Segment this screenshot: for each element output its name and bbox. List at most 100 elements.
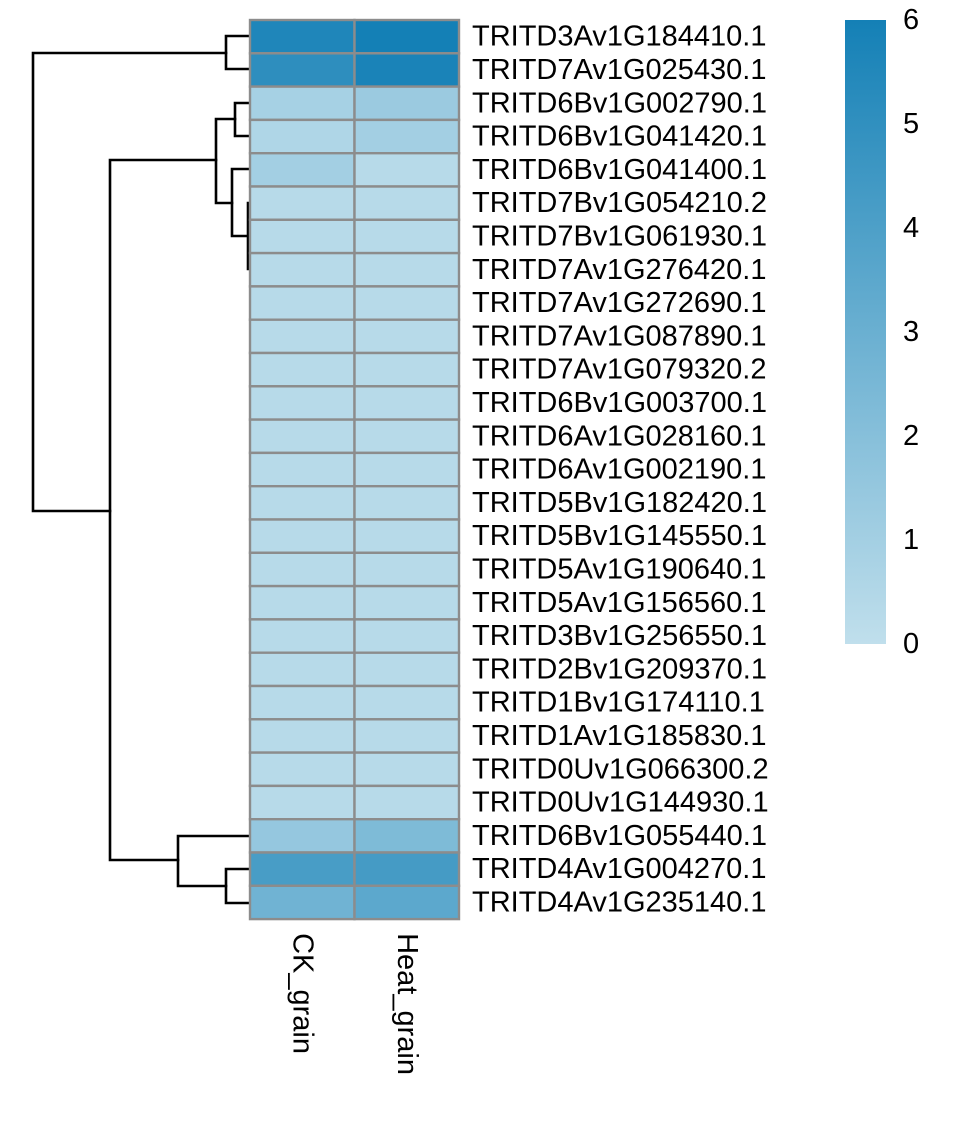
row-dendrogram xyxy=(31,34,252,905)
heatmap-cell xyxy=(353,318,461,355)
heatmap-cell xyxy=(353,751,461,788)
row-label: TRITD6Av1G002190.1 xyxy=(472,454,766,486)
heatmap-cell xyxy=(248,418,356,455)
row-label: TRITD5Av1G190640.1 xyxy=(472,553,766,585)
row-label: TRITD7Bv1G061930.1 xyxy=(472,220,767,252)
heatmap-cell xyxy=(353,85,461,122)
heatmap-cell xyxy=(248,52,356,88)
heatmap-cell xyxy=(248,218,356,255)
legend-tick-label: 5 xyxy=(903,108,919,140)
heatmap-cell xyxy=(248,385,356,421)
heatmap-cell xyxy=(248,651,356,688)
heatmap-cell xyxy=(353,218,461,255)
legend-tick-label: 6 xyxy=(903,4,919,36)
heatmap-cell xyxy=(248,551,356,588)
heatmap-cell xyxy=(248,884,356,921)
heatmap-cell xyxy=(248,684,356,721)
dendrogram-branch xyxy=(224,867,252,905)
row-label: TRITD7Av1G087890.1 xyxy=(472,320,766,352)
row-label: TRITD7Bv1G054210.2 xyxy=(472,187,767,219)
heatmap-cell xyxy=(353,451,461,488)
heatmap-cell xyxy=(248,818,356,854)
heatmap-cell xyxy=(353,618,461,654)
heatmap-cell xyxy=(353,784,461,821)
row-label: TRITD0Uv1G144930.1 xyxy=(472,787,769,819)
row-label: TRITD5Bv1G145550.1 xyxy=(472,520,767,552)
heatmap-cell xyxy=(353,551,461,588)
row-label: TRITD7Av1G272690.1 xyxy=(472,287,766,319)
row-labels: TRITD3Av1G184410.1TRITD7Av1G025430.1TRIT… xyxy=(472,21,769,919)
heatmap-cell xyxy=(353,851,461,887)
heatmap-cell xyxy=(353,285,461,321)
heatmap-cell xyxy=(353,718,461,754)
legend-tick-label: 0 xyxy=(903,628,919,660)
heatmap-cell xyxy=(248,451,356,488)
legend-tick-label: 2 xyxy=(903,420,919,452)
heatmap-cell xyxy=(353,418,461,455)
legend-ticks: 0 1 2 3 4 5 6 xyxy=(903,4,919,660)
row-label: TRITD1Av1G185830.1 xyxy=(472,720,766,752)
row-label: TRITD7Av1G276420.1 xyxy=(472,254,766,286)
heatmap-cell xyxy=(353,52,461,88)
heatmap-cell xyxy=(353,651,461,688)
heatmap-cell xyxy=(353,518,461,554)
heatmap-cell xyxy=(248,851,356,887)
heatmap-cell xyxy=(353,684,461,721)
heatmap-cell xyxy=(248,351,356,388)
row-label: TRITD1Bv1G174110.1 xyxy=(472,687,765,719)
heatmap-cell xyxy=(353,151,461,188)
row-label: TRITD2Bv1G209370.1 xyxy=(472,653,767,685)
heatmap-cell xyxy=(248,518,356,554)
row-label: TRITD6Bv1G055440.1 xyxy=(472,820,767,852)
row-label: TRITD6Bv1G041400.1 xyxy=(472,154,767,186)
row-label: TRITD6Av1G028160.1 xyxy=(472,420,766,452)
heatmap-cell xyxy=(248,151,356,188)
row-label: TRITD3Av1G184410.1 xyxy=(472,21,766,53)
row-label: TRITD3Bv1G256550.1 xyxy=(472,620,767,652)
heatmap-cell xyxy=(248,118,356,155)
legend-tick-label: 4 xyxy=(903,212,919,244)
legend-tick-label: 1 xyxy=(903,524,919,556)
heatmap-cell xyxy=(248,251,356,288)
row-label: TRITD6Bv1G003700.1 xyxy=(472,387,767,419)
row-label: TRITD6Bv1G041420.1 xyxy=(472,121,767,153)
heatmap-cell xyxy=(353,118,461,155)
row-label: TRITD0Uv1G066300.2 xyxy=(472,753,769,785)
heatmap-cell xyxy=(353,18,461,55)
heatmap-cell xyxy=(248,185,356,221)
row-label: TRITD7Av1G025430.1 xyxy=(472,54,766,86)
heatmap-cell xyxy=(248,318,356,355)
heatmap-cell xyxy=(248,584,356,621)
dendrogram-branch xyxy=(233,101,252,138)
color-legend: 0 1 2 3 4 5 6 xyxy=(845,4,919,660)
heatmap-cell xyxy=(248,751,356,788)
heatmap-cell xyxy=(248,85,356,122)
column-labels: CK_grain Heat_grain xyxy=(286,933,423,1075)
heatmap-cell xyxy=(248,618,356,654)
column-label: Heat_grain xyxy=(391,933,423,1075)
dendrogram-branch xyxy=(108,158,218,862)
heatmap-cell xyxy=(353,385,461,421)
heatmap-cell xyxy=(248,485,356,521)
heatmap-cell xyxy=(248,718,356,754)
row-label: TRITD4Av1G235140.1 xyxy=(472,886,766,918)
heatmap-cell xyxy=(353,485,461,521)
heatmap-cell xyxy=(353,818,461,854)
row-label: TRITD6Bv1G002790.1 xyxy=(472,87,767,119)
heatmap-cell xyxy=(353,251,461,288)
dendrogram-branch xyxy=(31,51,228,513)
heatmap-cell xyxy=(353,185,461,221)
row-label: TRITD4Av1G004270.1 xyxy=(472,853,766,885)
row-label: TRITD5Bv1G182420.1 xyxy=(472,487,767,519)
dendrogram-branch xyxy=(176,834,252,888)
heatmap-cell xyxy=(248,285,356,321)
legend-tick-label: 3 xyxy=(903,316,919,348)
column-label: CK_grain xyxy=(286,933,318,1054)
heatmap-cell xyxy=(353,584,461,621)
dendrogram-branch xyxy=(224,34,252,71)
heatmap-cell xyxy=(353,351,461,388)
row-label: TRITD5Av1G156560.1 xyxy=(472,587,766,619)
heatmap-cell xyxy=(248,784,356,821)
heatmap-cell xyxy=(353,884,461,921)
